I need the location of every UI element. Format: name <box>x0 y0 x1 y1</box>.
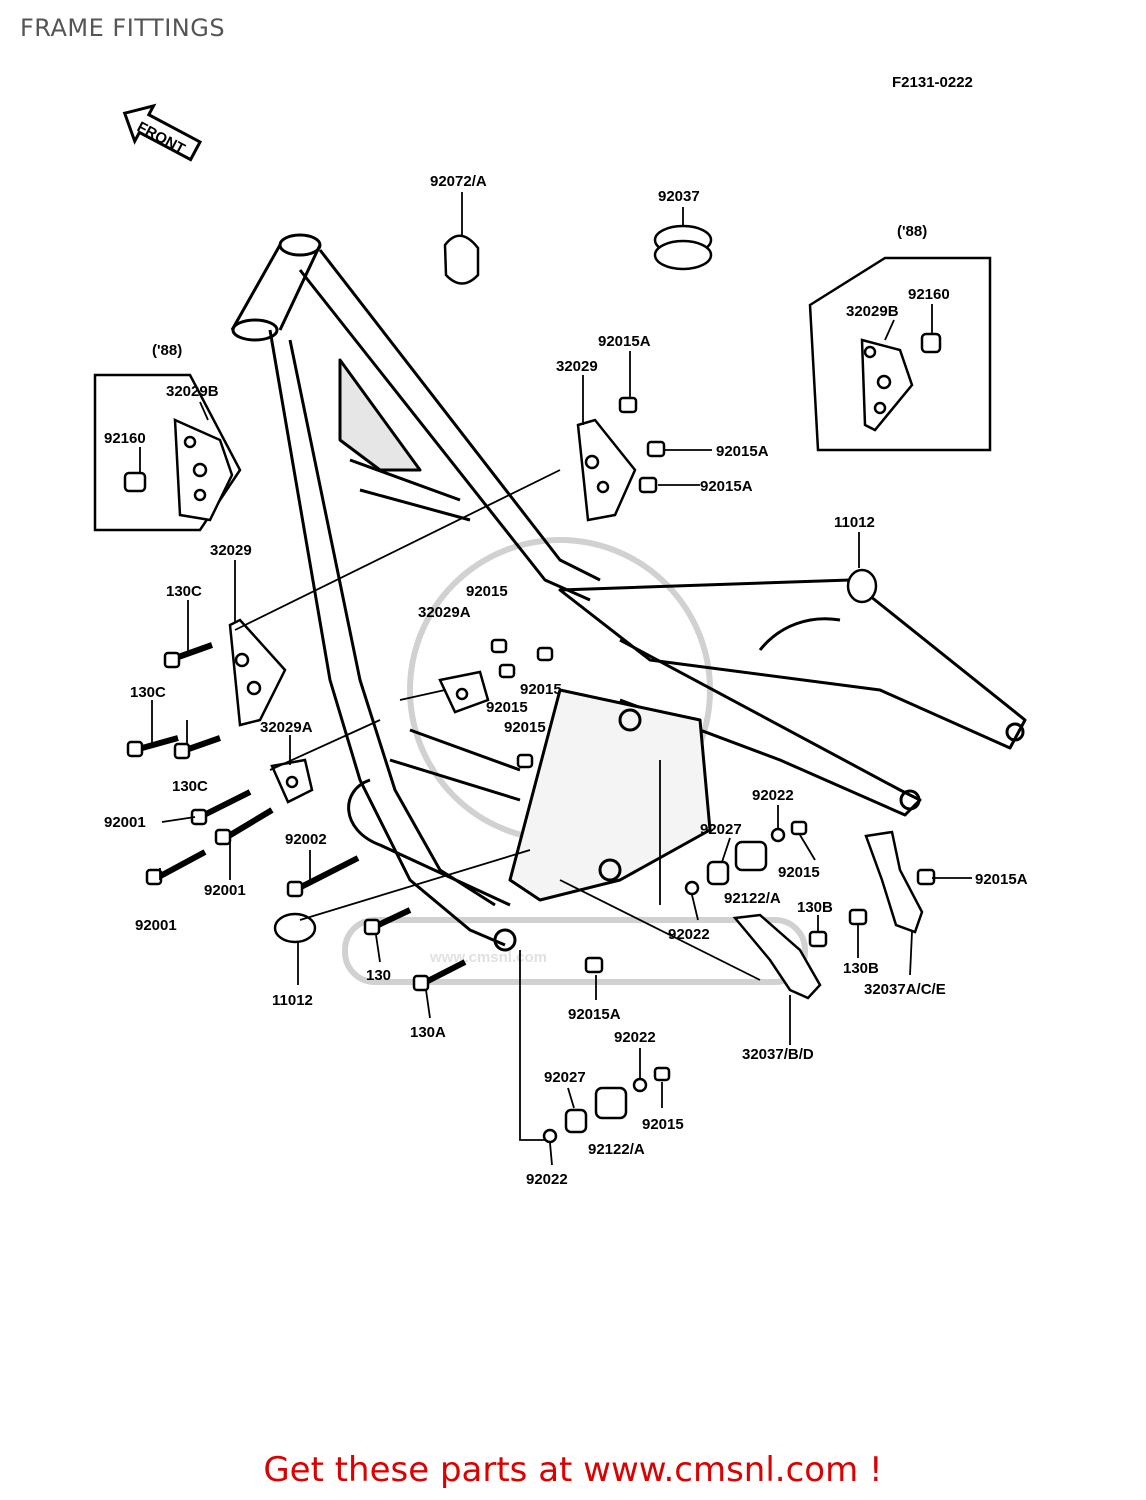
callout-92001-c: 92001 <box>135 917 177 934</box>
callout-92015a-b: 92015A <box>568 1006 621 1023</box>
callout-92015a-1: 92015A <box>598 333 651 350</box>
callout-92122a-a: 92122/A <box>724 890 781 907</box>
bracket-32037ace-icon <box>864 830 924 934</box>
callout-92027-a: 92027 <box>700 821 742 838</box>
callout-92022-a: 92022 <box>752 787 794 804</box>
callout-92015-c: 92015 <box>486 699 528 716</box>
frame-fittings-diagram: www.cmsnl.com FRONT <box>93 103 1028 1188</box>
callout-11012-right: 11012 <box>834 514 875 531</box>
callout-130b-b: 130B <box>843 960 879 977</box>
callout-92015a-3: 92015A <box>700 478 753 495</box>
callout-32029b-left: 32029B <box>166 383 219 400</box>
callout-92037: 92037 <box>658 188 700 205</box>
page-title: FRAME FITTINGS <box>20 14 226 42</box>
callout-32037ace: 32037A/C/E <box>864 981 946 998</box>
callout-32037bd: 32037/B/D <box>742 1046 814 1063</box>
bracket-32037bd-icon <box>732 913 822 1000</box>
callout-92001-b: 92001 <box>204 882 246 899</box>
callout-92015-f: 92015 <box>642 1116 684 1133</box>
cap-11012-left-icon <box>273 912 317 944</box>
leader-lines <box>139 192 972 1166</box>
parts <box>93 224 992 1144</box>
callout-88-right: ('88) <box>897 223 927 240</box>
callout-92072a: 92072/A <box>430 173 487 190</box>
callout-32029-top: 32029 <box>556 358 598 375</box>
callout-92015-a: 92015 <box>466 583 508 600</box>
callout-92160-right: 92160 <box>908 286 950 303</box>
callout-130b-a: 130B <box>797 899 833 916</box>
callout-130: 130 <box>366 967 391 984</box>
front-arrow-icon <box>122 103 203 162</box>
callout-92015-d: 92015 <box>504 719 546 736</box>
callout-92160-left: 92160 <box>104 430 146 447</box>
callout-32029b-right: 32029B <box>846 303 899 320</box>
plate-32029-left-icon <box>228 618 287 727</box>
callout-92022-d: 92022 <box>526 1171 568 1188</box>
callout-88-left: ('88) <box>152 342 182 359</box>
callout-92002: 92002 <box>285 831 327 848</box>
callout-92022-b: 92022 <box>668 926 710 943</box>
callout-92027-b: 92027 <box>544 1069 586 1086</box>
callout-92015a-right: 92015A <box>975 871 1028 888</box>
watermark-text: www.cmsnl.com <box>429 949 547 966</box>
bolt-92160-right-icon <box>920 332 942 354</box>
callout-32029-left: 32029 <box>210 542 252 559</box>
callout-32029a-b: 32029A <box>260 719 313 736</box>
bolt-92160-left-icon <box>123 471 147 493</box>
callout-92015-e: 92015 <box>778 864 820 881</box>
callout-130c-2: 130C <box>130 684 166 701</box>
plate-32029-top-icon <box>576 418 637 522</box>
callout-92015-b: 92015 <box>520 681 562 698</box>
callout-92122a-b: 92122/A <box>588 1141 645 1158</box>
callout-92022-c: 92022 <box>614 1029 656 1046</box>
callout-labels: 92072/A 92037 ('88) 92160 32029B 92015A … <box>104 173 1028 1188</box>
callout-11012-left: 11012 <box>272 992 313 1009</box>
callout-92015a-2: 92015A <box>716 443 769 460</box>
cap-11012-right-icon <box>846 568 878 604</box>
callout-130c-3: 130C <box>172 778 208 795</box>
diagram-code: F2131-0222 <box>892 74 973 91</box>
callout-92001-a: 92001 <box>104 814 146 831</box>
footer-promo[interactable]: Get these parts at www.cmsnl.com ! <box>263 1450 883 1490</box>
callout-130c-1: 130C <box>166 583 202 600</box>
clamp-92072-icon <box>443 234 480 285</box>
callout-130a: 130A <box>410 1024 446 1041</box>
callout-32029a-a: 32029A <box>418 604 471 621</box>
